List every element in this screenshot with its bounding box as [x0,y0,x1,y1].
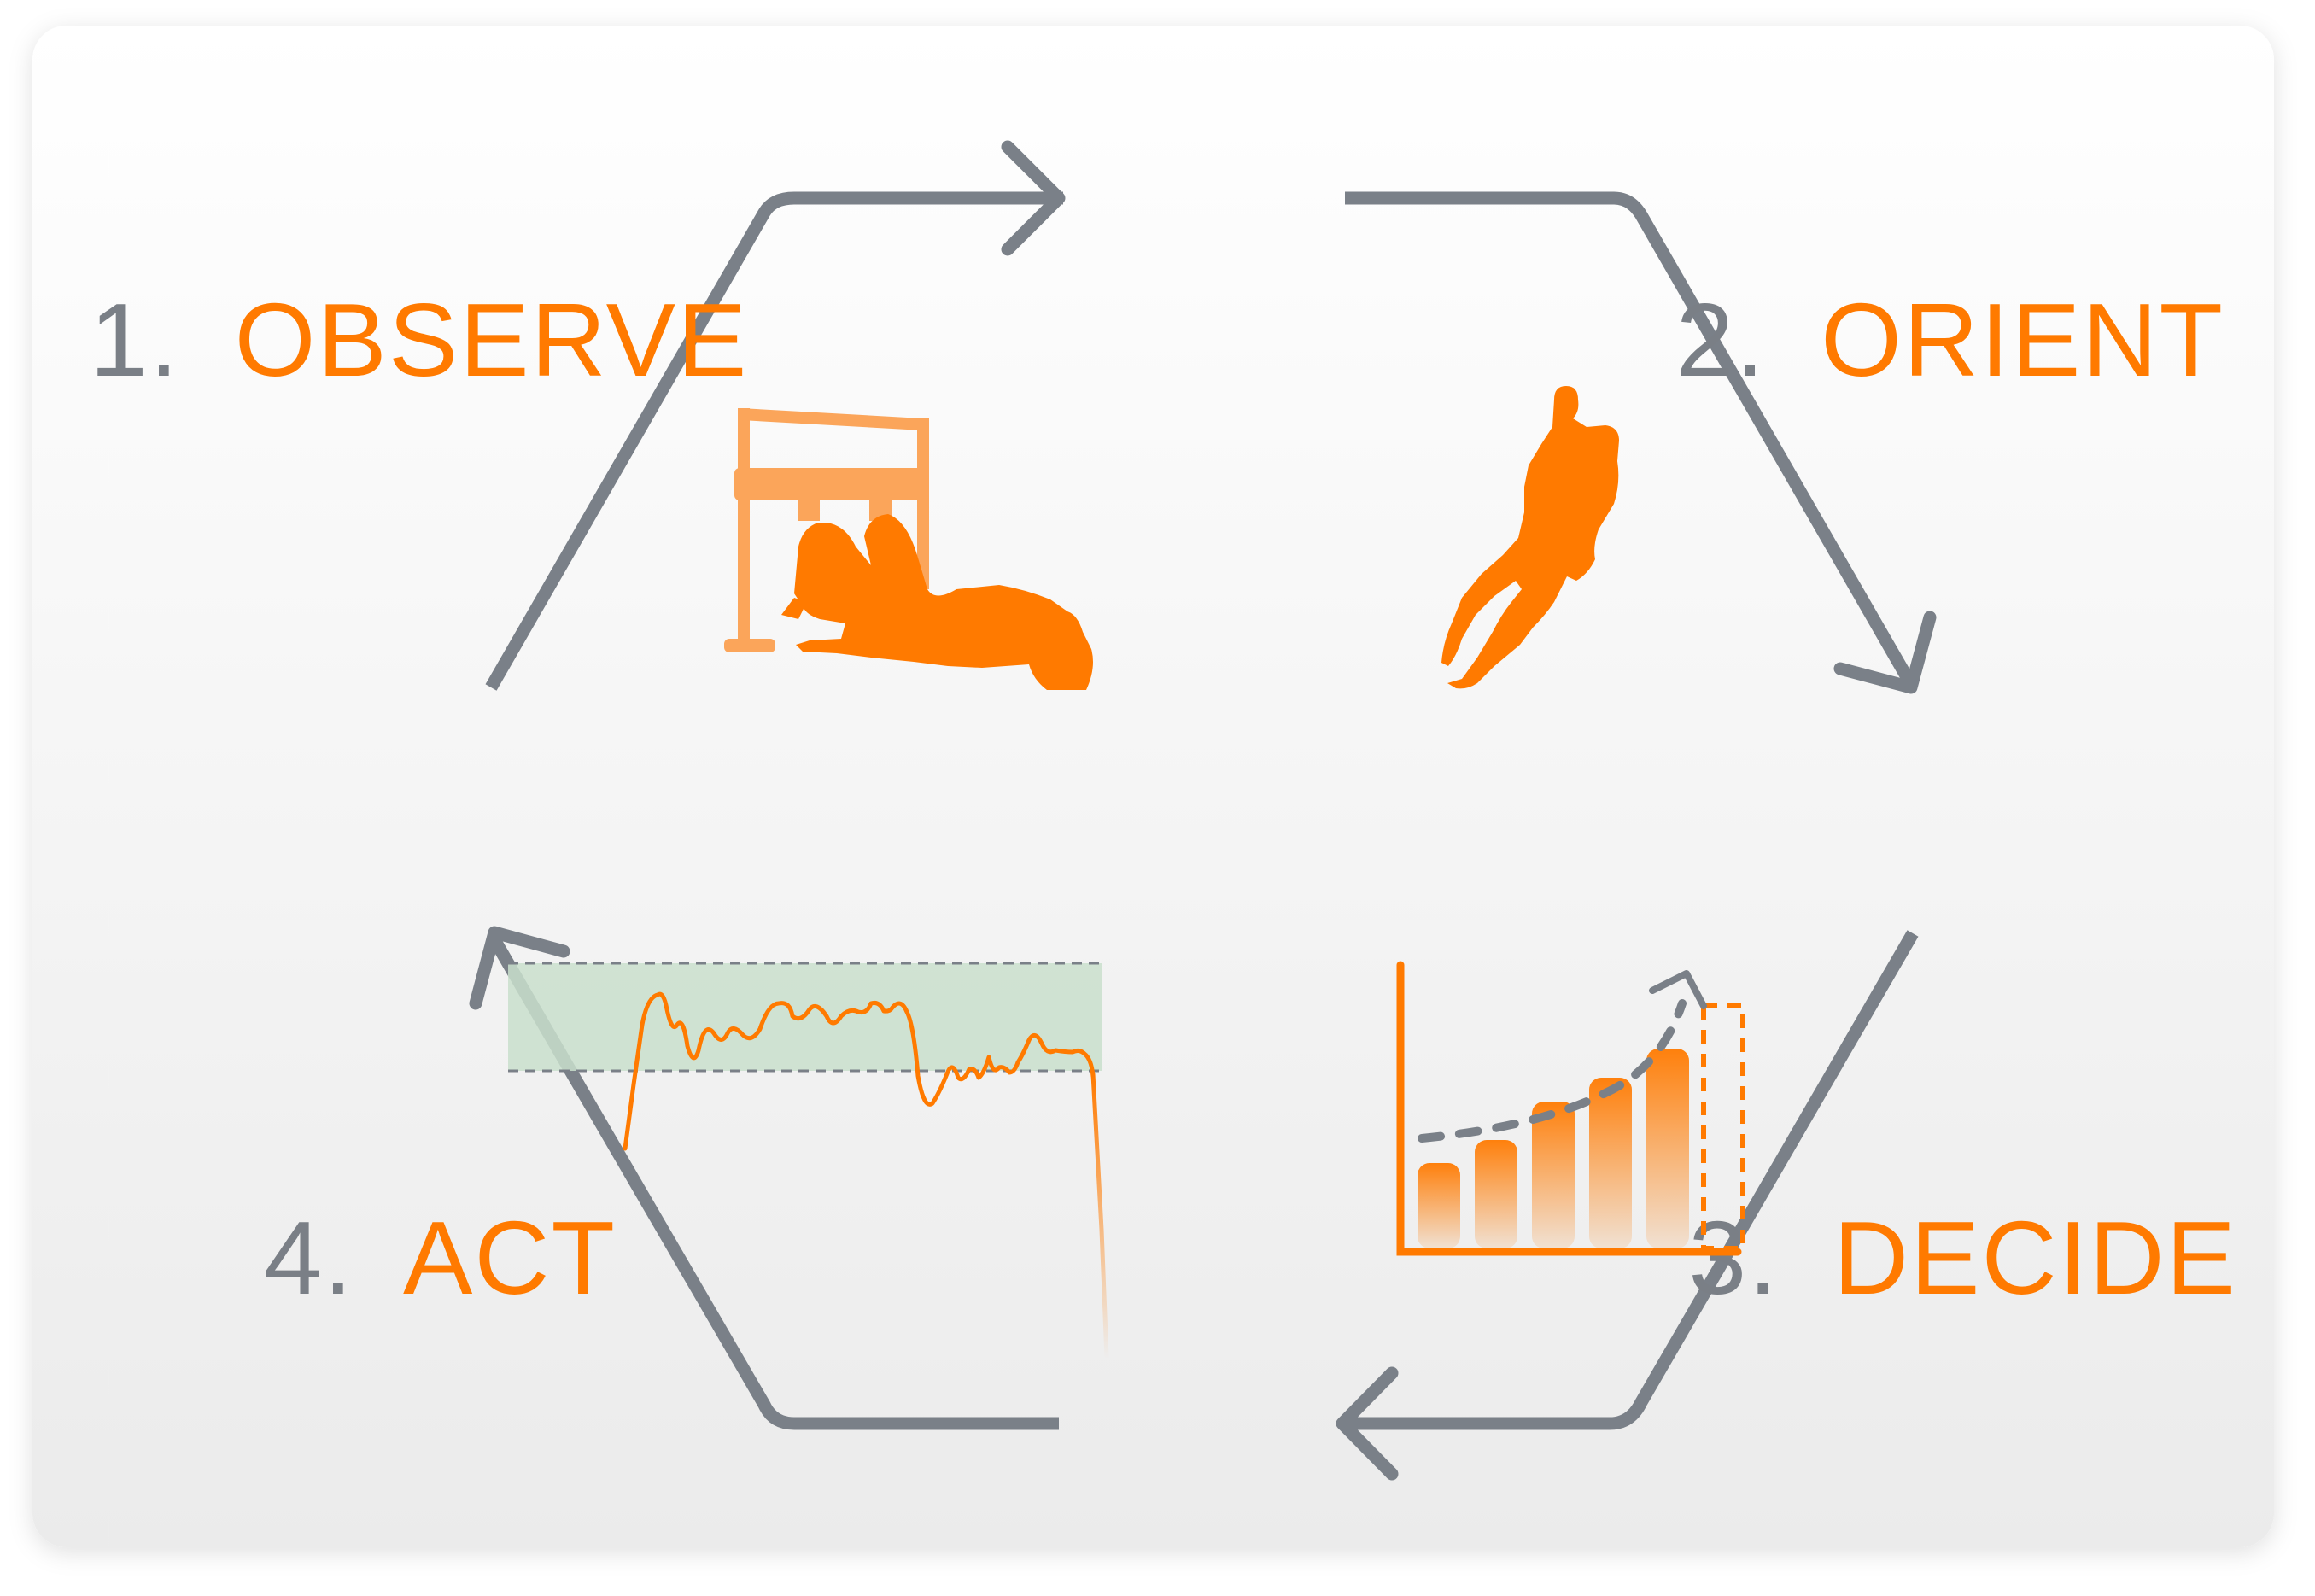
svg-text:1. OBSERVE: 1. OBSERVE [90,282,748,398]
bar [1646,1049,1689,1248]
step-number: 1. [90,282,180,398]
arrow-decide-to-act [1336,930,1919,1481]
step-number: 3. [1688,1200,1779,1316]
svg-text:3. DECIDE: 3. DECIDE [1688,1200,2237,1316]
trend-line [1418,999,1687,1143]
step-name: ACT [403,1200,617,1316]
bar [1589,1078,1632,1248]
person-jumping-icon [1441,386,1619,689]
step-observe: 1. OBSERVE [90,282,748,398]
projected-bar [1701,1003,1745,1251]
step-act: 4. ACT [264,1200,617,1316]
step-name: DECIDE [1833,1200,2237,1316]
bar [1418,1163,1460,1248]
step-name: ORIENT [1821,282,2224,398]
rising-bar-chart-icon [1396,961,1745,1256]
signal-line [623,991,1096,1151]
step-decide: 3. DECIDE [1688,1200,2237,1316]
step-number: 2. [1675,282,1766,398]
signal-in-band-chart-icon [508,962,1109,1360]
arrow-observe-to-orient [485,140,1066,691]
chart-bars [1418,1049,1689,1248]
step-orient: 2. ORIENT [1675,282,2224,398]
chart-axes [1396,961,1742,1256]
bar [1475,1140,1517,1248]
arrow-orient-to-decide [1345,191,1937,694]
arrow-act-to-observe [469,926,1059,1430]
svg-text:4. ACT: 4. ACT [264,1200,617,1316]
bar [1532,1102,1575,1248]
signal-drop [1090,1072,1109,1360]
svg-text:2. ORIENT: 2. ORIENT [1675,282,2224,398]
step-name: OBSERVE [235,282,749,398]
diagram-card [32,26,2274,1547]
person-climbing-hurdle-icon [724,408,1093,690]
trend-arrowhead [1649,970,1707,1009]
step-number: 4. [264,1200,354,1316]
